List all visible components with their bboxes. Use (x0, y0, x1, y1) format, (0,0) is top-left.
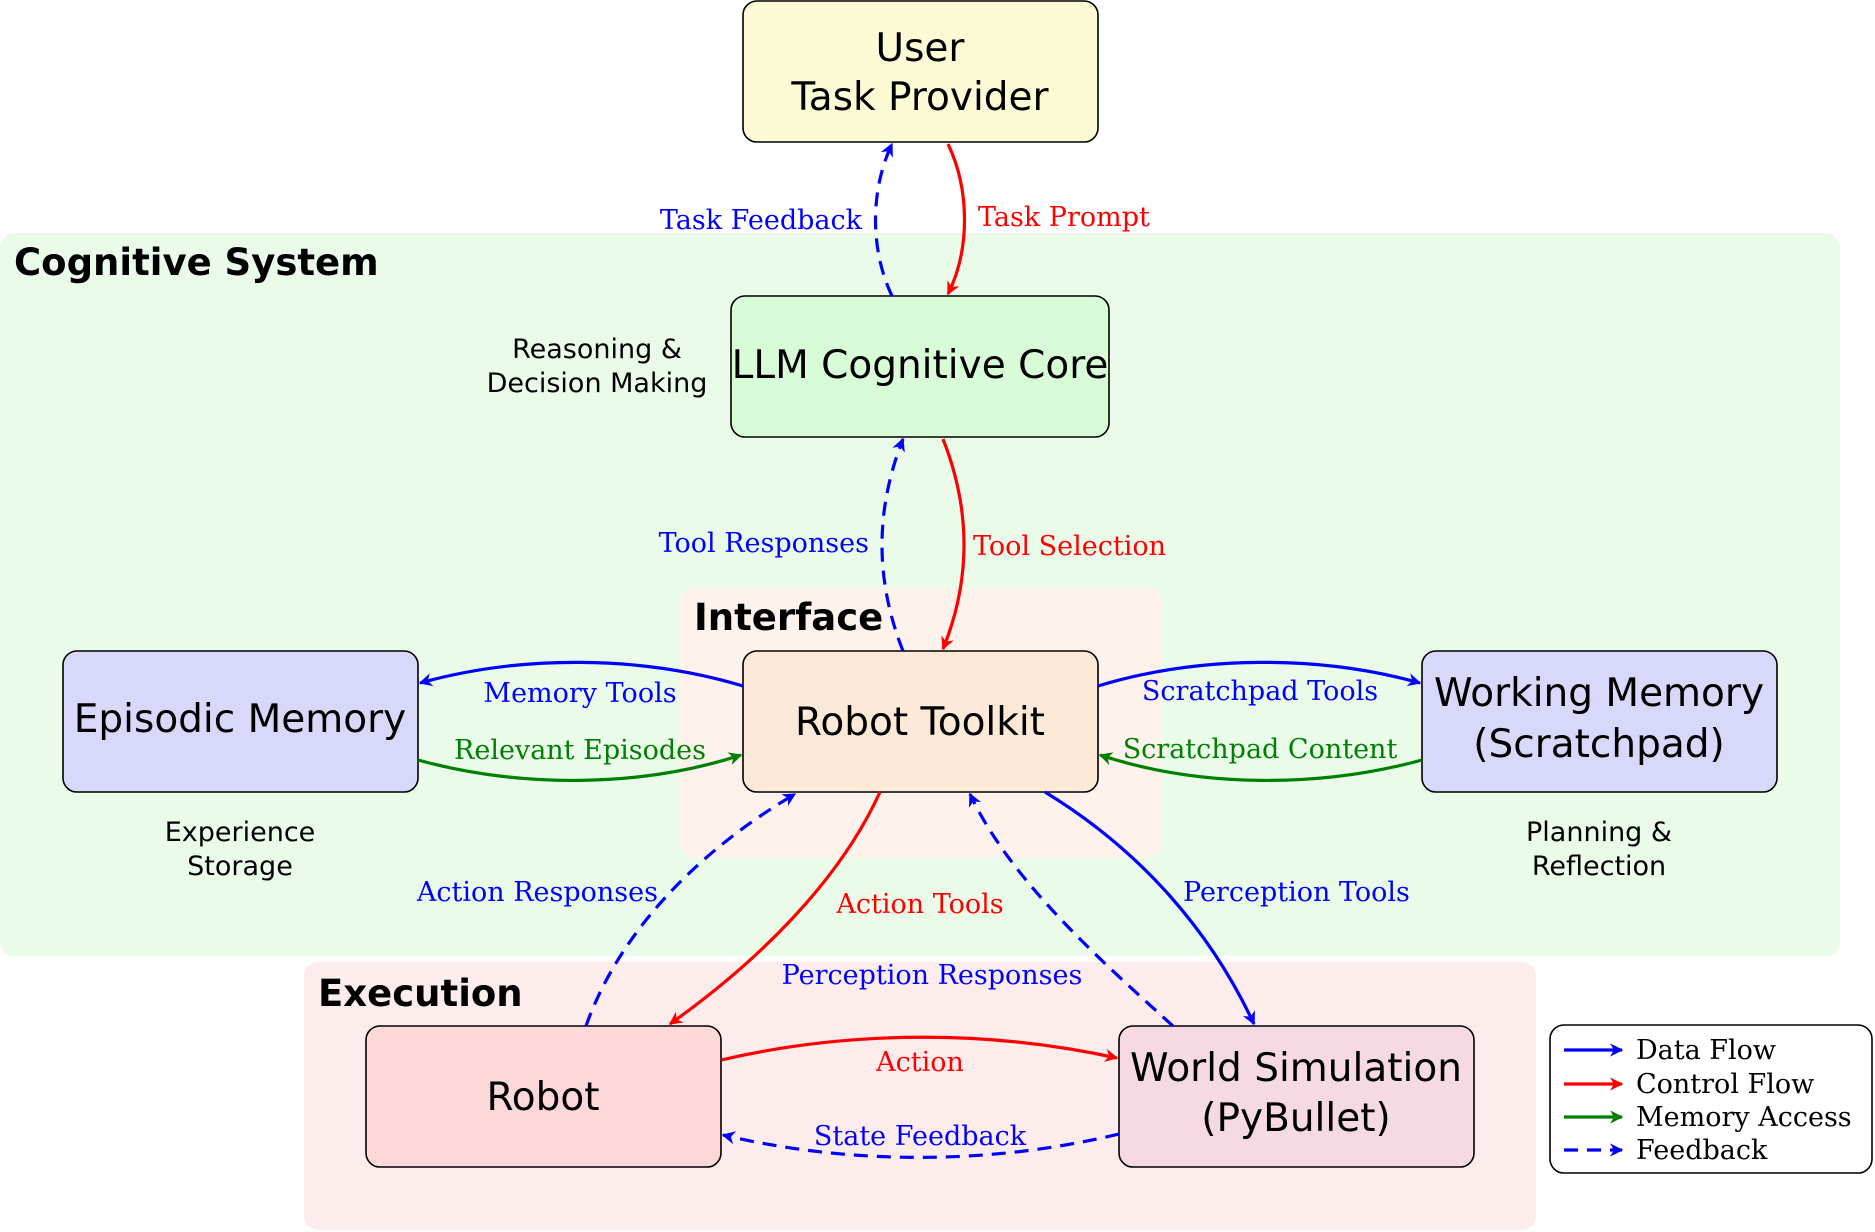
user-label-line2: Task Provider (790, 75, 1049, 120)
label-task-feedback: Task Feedback (660, 205, 863, 236)
edge-memory-tools (418, 660, 744, 688)
edge-tool-selection (941, 438, 966, 651)
label-task-prompt: Task Prompt (978, 202, 1150, 233)
working-memory-label-line2: (Scratchpad) (1473, 722, 1724, 767)
llm-box (730, 295, 1110, 438)
robot-label: Robot (486, 1075, 599, 1120)
world-simulation-label-line1: World Simulation (1130, 1046, 1462, 1091)
legend-item-data-flow: Data Flow (1564, 1035, 1776, 1066)
note-working-line1: Planning & (1526, 817, 1672, 848)
note-llm-line1: Reasoning & (512, 334, 682, 365)
world-simulation-label-line2: (PyBullet) (1201, 1096, 1390, 1141)
note-episodic-line1: Experience (165, 817, 316, 848)
node-llm-cognitive-core: LLM Cognitive Core (730, 295, 1110, 438)
node-episodic-memory: Episodic Memory (62, 650, 419, 793)
legend-item-feedback: Feedback (1564, 1135, 1768, 1166)
edge-action-tools (668, 791, 882, 1026)
llm-label: LLM Cognitive Core (732, 343, 1109, 388)
world-simulation-box (1118, 1025, 1475, 1168)
note-llm-line2: Decision Making (487, 368, 708, 399)
label-memory-tools: Memory Tools (483, 678, 676, 709)
edge-state-feedback (721, 1131, 1120, 1159)
edge-task-prompt (946, 143, 967, 296)
cognitive-system-title: Cognitive System (14, 241, 379, 284)
legend-label-feedback: Feedback (1636, 1135, 1768, 1166)
legend: Data Flow Control Flow Memory Access Fee… (1549, 1024, 1873, 1174)
edge-task-feedback (873, 142, 894, 297)
node-user: User Task Provider (742, 0, 1099, 143)
edge-scratchpad-content (1098, 752, 1423, 783)
label-scratchpad-tools: Scratchpad Tools (1142, 676, 1378, 707)
legend-item-control-flow: Control Flow (1564, 1069, 1814, 1100)
legend-label-control-flow: Control Flow (1636, 1069, 1814, 1100)
label-state-feedback: State Feedback (814, 1121, 1027, 1152)
toolkit-label: Robot Toolkit (795, 700, 1045, 745)
edge-scratchpad-tools (1097, 660, 1422, 688)
user-box (742, 0, 1099, 143)
node-robot: Robot (365, 1025, 722, 1168)
label-relevant-episodes: Relevant Episodes (454, 735, 706, 766)
legend-label-memory-access: Memory Access (1636, 1102, 1852, 1133)
legend-item-memory-access: Memory Access (1564, 1102, 1852, 1133)
label-tool-responses: Tool Responses (659, 528, 869, 559)
episodic-box (62, 650, 419, 793)
label-scratchpad-content: Scratchpad Content (1123, 734, 1398, 765)
node-working-memory: Working Memory (Scratchpad) (1421, 650, 1778, 793)
note-working-line2: Reflection (1532, 851, 1666, 882)
legend-box (1549, 1024, 1873, 1174)
note-working-memory: Planning & Reflection (1526, 817, 1672, 882)
label-perception-responses: Perception Responses (782, 960, 1083, 991)
user-label-line1: User (876, 26, 966, 71)
edge-perception-tools (1044, 790, 1256, 1026)
working-memory-label-line1: Working Memory (1434, 671, 1764, 716)
episodic-label: Episodic Memory (74, 697, 406, 742)
edge-tool-responses (880, 437, 905, 652)
label-tool-selection: Tool Selection (973, 531, 1166, 562)
label-action-tools: Action Tools (835, 889, 1003, 920)
note-llm: Reasoning & Decision Making (487, 334, 708, 399)
label-action: Action (875, 1047, 964, 1078)
label-perception-tools: Perception Tools (1183, 877, 1410, 908)
edge-relevant-episodes (417, 752, 743, 783)
legend-label-data-flow: Data Flow (1636, 1035, 1776, 1066)
interface-title: Interface (694, 596, 883, 639)
working-memory-box (1421, 650, 1778, 793)
execution-title: Execution (318, 972, 523, 1015)
robot-box (365, 1025, 722, 1168)
note-episodic: Experience Storage (165, 817, 316, 882)
node-world-simulation: World Simulation (PyBullet) (1118, 1025, 1475, 1168)
node-robot-toolkit: Robot Toolkit (742, 650, 1099, 793)
edges: Task Feedback Task Prompt Tool Responses… (416, 142, 1423, 1159)
label-action-responses: Action Responses (416, 877, 658, 908)
note-episodic-line2: Storage (187, 851, 293, 882)
edge-action (720, 1035, 1119, 1062)
toolkit-box (742, 650, 1099, 793)
